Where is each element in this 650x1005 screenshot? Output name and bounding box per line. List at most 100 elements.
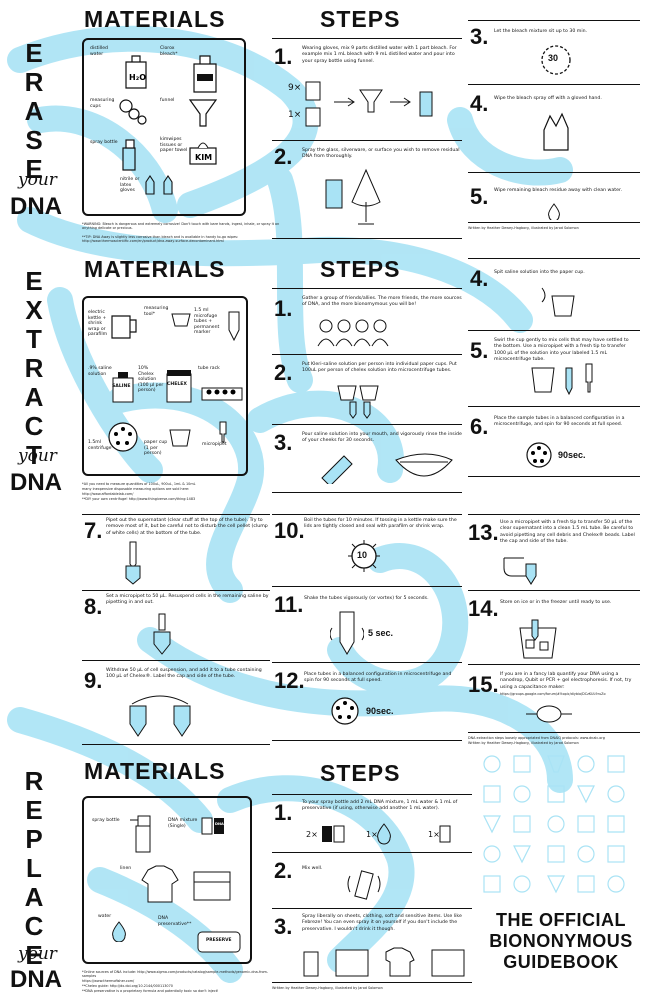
erase-step-number: 2. xyxy=(274,144,293,169)
capacitance-maker-icon xyxy=(526,705,572,723)
step-divider xyxy=(272,140,462,141)
extract-step-text: Pour saline solution into your mouth, an… xyxy=(302,432,462,444)
shake-bottle-illustration xyxy=(347,870,381,900)
micropipet-icon xyxy=(219,421,227,443)
pipet-supernatant-illustration xyxy=(125,541,141,585)
replace-footnote: **Chelex guide: http://dx.doi.org/10.214… xyxy=(82,984,173,988)
extract-step-number: 10. xyxy=(274,518,305,543)
spray-items-illustration xyxy=(303,947,465,977)
erase-letter: S xyxy=(25,125,43,155)
step15-link[interactable]: https://groups.google.com/forum/#!topic/… xyxy=(500,692,606,696)
paper-cup-icon xyxy=(169,429,191,447)
extract-step-number: 14. xyxy=(468,596,499,621)
timer-icon xyxy=(541,45,571,75)
svg-text:H₂O: H₂O xyxy=(129,73,146,82)
extract-step-text: Put Kleri-saline solution per person int… xyxy=(302,362,457,374)
replace-footnote: **DNA preservative is a proprietary form… xyxy=(82,989,219,993)
step-divider xyxy=(468,258,640,259)
guidebook-title: THE OFFICIAL BIONONYMOUS GUIDEBOOK xyxy=(486,910,636,973)
extract-letter: R xyxy=(24,353,44,383)
faint-icon-pattern xyxy=(483,755,625,894)
dna-vial-label: DNA xyxy=(215,822,224,826)
extract-step-number: 5. xyxy=(470,338,489,363)
extract-step-text: Use a micropipet with a fresh tip to tra… xyxy=(500,520,635,545)
step-divider xyxy=(272,424,462,425)
extract-letter: T xyxy=(26,440,42,470)
erase-letter: A xyxy=(24,96,44,126)
step-divider xyxy=(272,586,462,587)
extract-step-number: 9. xyxy=(84,668,103,693)
replace-step-number: 3. xyxy=(274,914,293,939)
extract-step-text: Shake the tubes vigorously (or vortex) f… xyxy=(304,596,429,601)
replace-step-text: Mix well. xyxy=(302,866,323,871)
step-multiplier: 1× xyxy=(428,830,440,839)
svg-text:KIM: KIM xyxy=(195,153,212,162)
step-divider xyxy=(272,238,462,239)
step-divider xyxy=(272,514,462,515)
extract-step-number: 6. xyxy=(470,414,489,439)
replace-step-text: To your spray bottle add 2 mL DNA mixtur… xyxy=(302,800,458,812)
step-divider xyxy=(468,476,640,477)
centrifuge-icon xyxy=(331,697,359,725)
step-multiplier: 9× xyxy=(288,83,302,93)
step-divider xyxy=(82,660,270,661)
extract-vertical-word: E X T R A C T xyxy=(14,268,54,471)
material-label: DNA mixture (Single) xyxy=(168,818,198,829)
step-divider xyxy=(468,590,640,591)
step-divider xyxy=(82,514,270,515)
extract-footnote: many inexpensive disposable measuring op… xyxy=(82,487,190,491)
extract-step-number: 3. xyxy=(274,430,293,455)
material-label: linen xyxy=(120,866,132,871)
tubes-transfer-illustration xyxy=(129,695,191,737)
extract-step-text: If you are in a fancy lab quantify your … xyxy=(500,672,632,690)
replace-letter: C xyxy=(24,911,44,941)
ice-bucket-illustration xyxy=(519,619,557,659)
guidebook-line: GUIDEBOOK xyxy=(503,952,619,972)
extract-step-number: 13. xyxy=(468,520,499,545)
extract-step-number: 15. xyxy=(468,672,499,697)
erase-step-text: Wipe the bleach spray off with a gloved … xyxy=(494,96,602,101)
step-divider xyxy=(272,492,462,493)
bedding-icon xyxy=(193,871,231,901)
erase-step-number: 4. xyxy=(470,91,489,116)
erase-step-number: 3. xyxy=(470,24,489,49)
erase-steps-title: STEPS xyxy=(320,6,401,32)
funnel-icon xyxy=(188,99,218,127)
step-divider xyxy=(468,732,640,733)
water-drop-icon xyxy=(112,921,126,942)
extract-step-text: Pipet out the supernatant (clear stuff a… xyxy=(106,518,268,536)
measuring-tool-icon xyxy=(171,313,191,327)
extract-footnote: http://www.affordablelab.com/ xyxy=(82,492,134,496)
step-divider xyxy=(272,354,462,355)
preserve-label: PRESERVE xyxy=(206,938,232,943)
replace-letter: L xyxy=(26,853,42,883)
extract-step-text: Place the sample tubes in a balanced con… xyxy=(494,416,625,428)
extract-timer-label: 90sec. xyxy=(366,706,394,716)
centrifuge-icon xyxy=(108,422,138,452)
step-divider xyxy=(272,288,462,289)
spray-bottle-icon xyxy=(130,815,151,853)
erase-step-text: Wearing gloves, mix 9 parts distilled wa… xyxy=(302,46,457,64)
step-divider xyxy=(468,514,640,515)
erase-timer-label: 30 xyxy=(548,53,559,63)
material-label: spray bottle xyxy=(90,140,118,145)
step-divider xyxy=(272,662,462,663)
shake-tube-illustration xyxy=(330,611,364,655)
spray-bottle-icon xyxy=(122,139,136,171)
material-label: nitrile or latex gloves xyxy=(120,177,140,193)
gloved-hand-icon xyxy=(543,112,569,151)
extract-step-text: Swirl the cup gently to mix cells that m… xyxy=(494,338,629,363)
pipet-tube-illustration xyxy=(153,613,171,655)
transfer-supernatant-illustration xyxy=(503,557,537,585)
erase-footnote: **TIP: DNA Away is slightly less corrosi… xyxy=(82,235,239,244)
centrifuge-icon xyxy=(526,442,552,468)
replace-letter: R xyxy=(24,766,44,796)
replace-credit: Written by Heather Dewey-Hagborg, illust… xyxy=(272,986,383,990)
step-divider xyxy=(272,38,462,39)
step-divider xyxy=(272,794,472,795)
erase-step-text: Spray the glass, silverware, or surface … xyxy=(302,148,460,160)
replace-footnote: *Online sources of DNA include: http://w… xyxy=(82,970,269,979)
extract-step-number: 2. xyxy=(274,360,293,385)
extract-step-number: 7. xyxy=(84,518,103,543)
replace-materials-title: MATERIALS xyxy=(84,758,226,784)
